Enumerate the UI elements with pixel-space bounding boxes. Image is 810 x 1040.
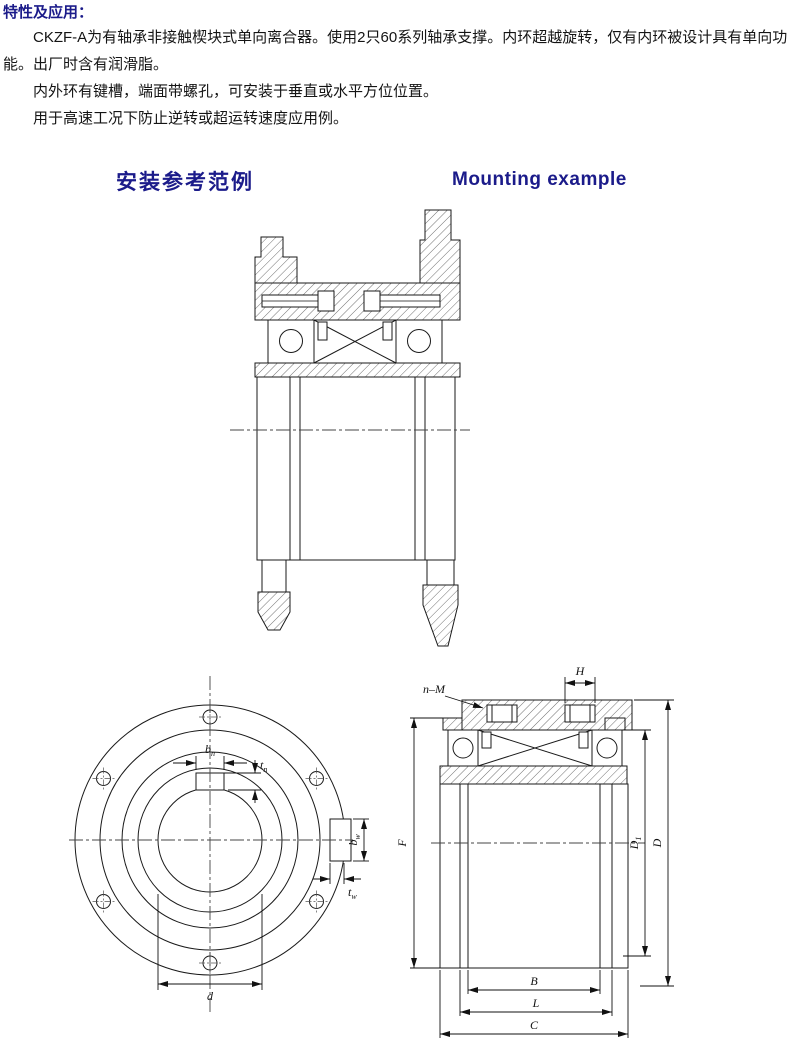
dim-label-F: F — [395, 839, 409, 848]
bearing-left — [267, 319, 315, 364]
lower-shaft-left — [257, 560, 291, 631]
outer-ring-band — [439, 765, 628, 785]
dim-label-D1: D1 — [627, 837, 643, 851]
callout-n-M: n–M — [423, 682, 484, 709]
dimension-C: C — [439, 970, 629, 1038]
dimension-bn: bn — [173, 742, 247, 770]
dim-label-H: H — [575, 664, 586, 678]
dimension-D1: D1 — [622, 729, 651, 957]
end-face-ring — [461, 699, 633, 731]
upper-flange-right — [419, 209, 461, 284]
section-title-chinese: 安装参考范例 — [116, 171, 254, 194]
dimension-D: D — [634, 699, 674, 987]
hub-body — [256, 376, 456, 561]
upper-flange-left — [254, 236, 298, 284]
dimension-L: L — [459, 970, 613, 1016]
dimension-tn: tn — [224, 758, 267, 803]
dim-label-B: B — [530, 974, 538, 988]
dim-label-nm: n–M — [423, 682, 446, 696]
front-view-drawing: bn tn bw tw d — [69, 676, 369, 1014]
dim-label-D: D — [650, 838, 664, 848]
sprag-cage — [313, 319, 397, 364]
bolt-right — [363, 290, 441, 312]
dimension-F: F — [395, 717, 443, 969]
dimension-H: H — [564, 664, 596, 703]
clutch-body — [439, 783, 629, 969]
dim-label-tn: tn — [260, 758, 267, 774]
bearing-right — [395, 319, 443, 364]
sprag-cage — [477, 729, 593, 767]
intro-paragraph-1: CKZF-A为有轴承非接触楔块式单向离合器。使用2只60系列轴承支撑。内环超越旋… — [3, 29, 788, 73]
bolt-holes — [92, 706, 328, 974]
intro-paragraph-2: 内外环有键槽，端面带螺孔，可安装于垂直或水平方位位置。 — [33, 83, 439, 100]
lower-shaft-right — [422, 560, 459, 647]
dim-label-L: L — [532, 996, 540, 1010]
dim-label-bn: bn — [205, 742, 215, 758]
section-title-english: Mounting example — [452, 169, 627, 190]
dimension-d: d — [157, 894, 263, 1003]
intro-paragraph-3: 用于高速工况下防止逆转或超运转速度应用例。 — [33, 110, 349, 127]
bearing-right — [591, 717, 626, 767]
intro-heading: 特性及应用： — [3, 4, 94, 21]
dim-label-d: d — [207, 989, 214, 1003]
dim-label-C: C — [530, 1018, 539, 1032]
dimension-B: B — [467, 970, 601, 994]
mounting-example-drawing — [230, 209, 470, 647]
dimension-bw: bw — [346, 818, 369, 862]
dim-label-bw: bw — [346, 834, 362, 846]
side-section-drawing: n–M H F D1 D — [395, 664, 674, 1038]
dimension-tw: tw — [313, 863, 361, 901]
bearing-left — [442, 717, 479, 767]
intro-section: 特性及应用： CKZF-A为有轴承非接触楔块式单向离合器。使用2只60系列轴承支… — [3, 2, 807, 132]
inner-ring-band — [254, 362, 461, 378]
dim-label-tw: tw — [348, 885, 357, 901]
bolt-left — [261, 290, 335, 312]
